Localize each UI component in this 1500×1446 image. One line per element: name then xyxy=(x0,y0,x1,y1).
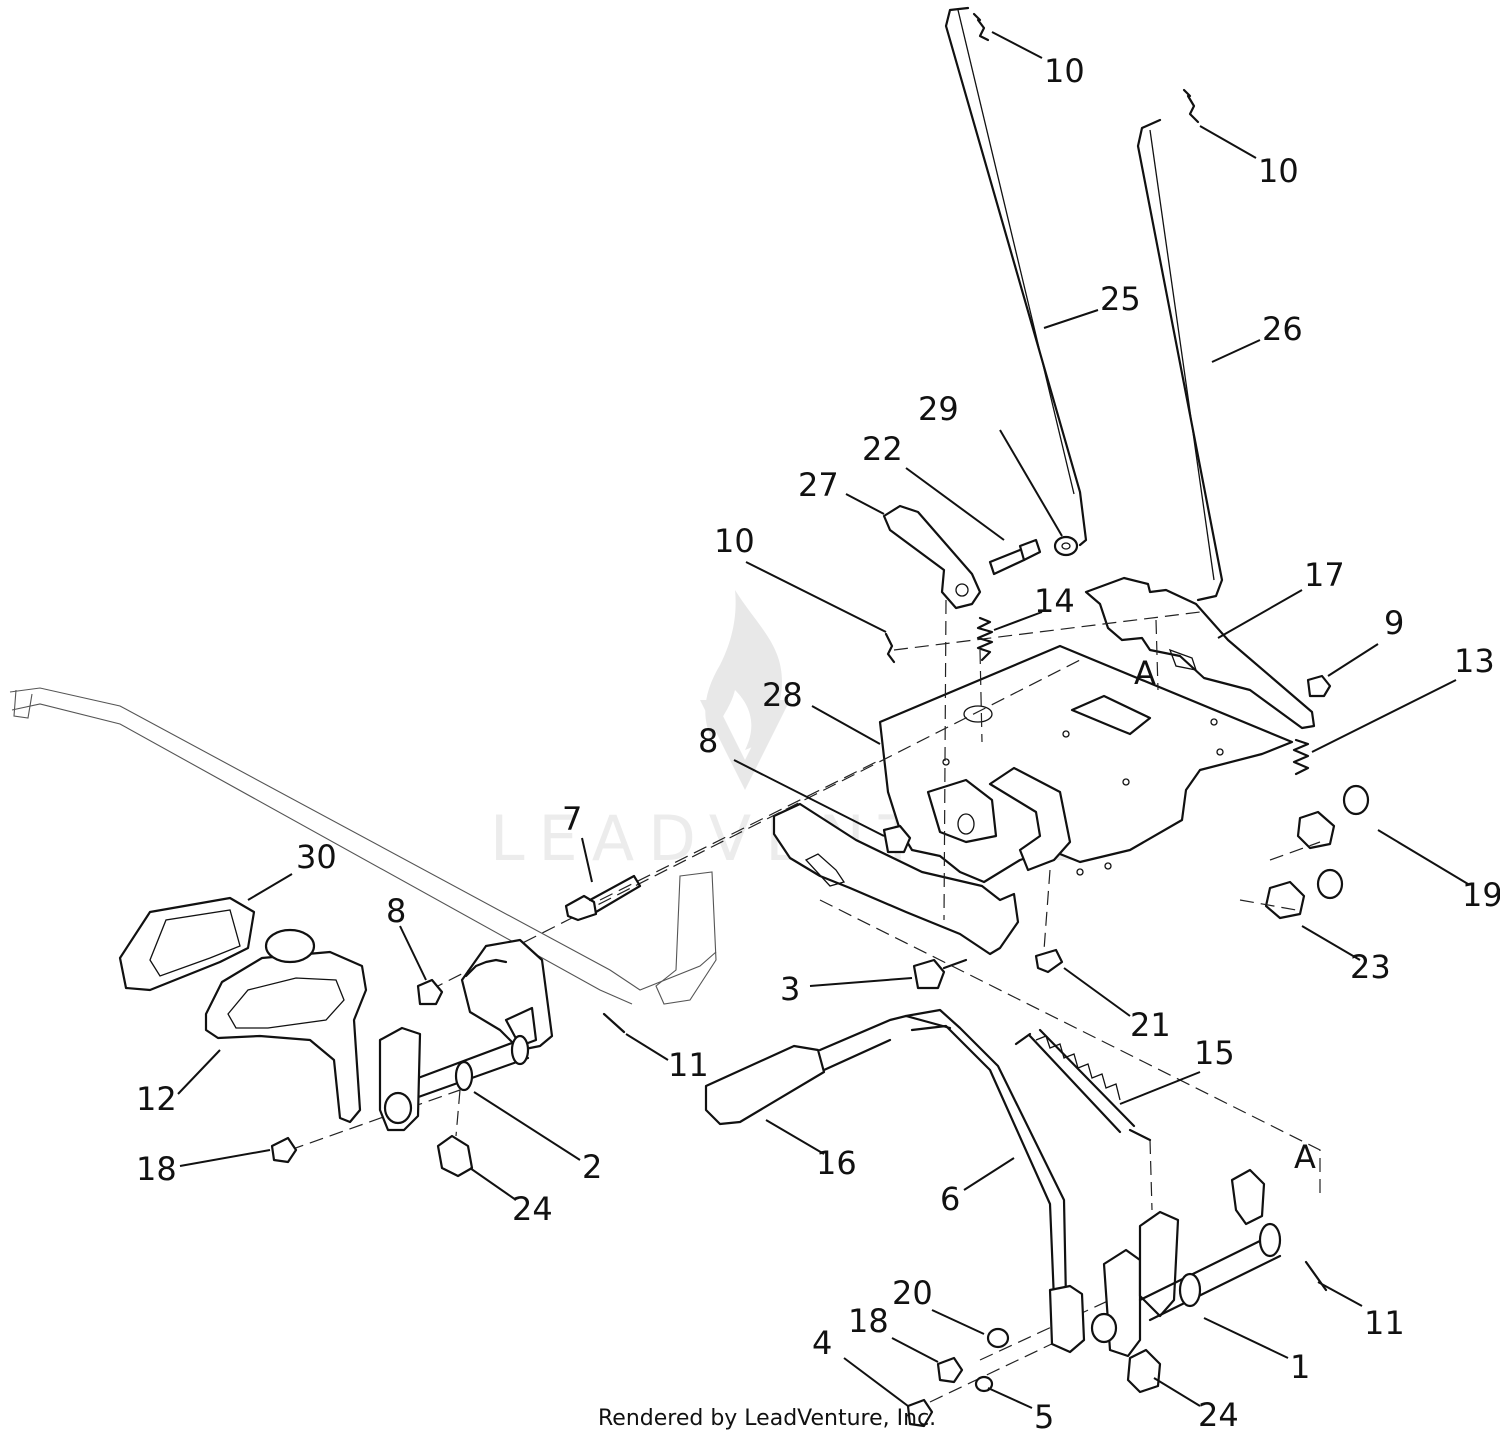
part-ratchet-bracket-2 xyxy=(460,938,554,1052)
callout-4: 4 xyxy=(812,1324,832,1362)
callout-22: 22 xyxy=(862,430,903,468)
callout-13: 13 xyxy=(1454,642,1495,680)
part-washer-29 xyxy=(1053,535,1079,557)
part-lever-6 xyxy=(904,1008,1068,1302)
callout-8-center: 8 xyxy=(698,722,718,760)
watermark-v-icon xyxy=(700,700,790,790)
part-washer-20 xyxy=(986,1327,1010,1349)
callout-24-right: 24 xyxy=(1198,1396,1239,1434)
callout-25: 25 xyxy=(1100,280,1141,318)
callout-12: 12 xyxy=(136,1080,177,1118)
part-plate-30 xyxy=(118,896,256,992)
part-nut-9 xyxy=(1306,674,1332,698)
callout-26: 26 xyxy=(1262,310,1303,348)
part-bolt-21 xyxy=(1034,948,1064,974)
part-rod-25 xyxy=(944,6,1088,547)
part-front-plate-notch xyxy=(804,853,846,887)
callout-11-right: 11 xyxy=(1364,1304,1405,1342)
assembly-lines xyxy=(289,599,1321,1403)
part-nut-19 xyxy=(1296,810,1336,850)
part-cotter-pin-10b xyxy=(1182,88,1200,124)
callout-18-left: 18 xyxy=(136,1150,177,1188)
callout-29: 29 xyxy=(918,390,959,428)
callout-10-mid: 10 xyxy=(714,522,755,560)
callout-10-top: 10 xyxy=(1044,52,1085,90)
callout-5: 5 xyxy=(1034,1398,1054,1436)
callout-14: 14 xyxy=(1034,582,1075,620)
callout-7: 7 xyxy=(562,800,582,838)
callout-a-top: A xyxy=(1134,654,1156,692)
callout-28: 28 xyxy=(762,676,803,714)
callout-15: 15 xyxy=(1194,1034,1235,1072)
callout-21: 21 xyxy=(1130,1006,1171,1044)
part-lever-6-plate xyxy=(1048,1284,1086,1354)
footer-credit: Rendered by LeadVenture, Inc. xyxy=(598,1406,937,1431)
callout-3: 3 xyxy=(780,970,800,1008)
part-spring-15 xyxy=(1014,1028,1152,1142)
part-bolt-3 xyxy=(912,958,946,990)
part-nut-8-left xyxy=(416,978,444,1006)
callout-8-left: 8 xyxy=(386,892,406,930)
part-bracket-17 xyxy=(1084,576,1316,730)
part-washer-23 xyxy=(1316,868,1344,900)
callout-27: 27 xyxy=(798,466,839,504)
part-washer-19 xyxy=(1342,784,1370,816)
callout-20: 20 xyxy=(892,1274,933,1312)
callout-1: 1 xyxy=(1290,1348,1310,1386)
callout-30: 30 xyxy=(296,838,337,876)
part-cotter-pin-10a xyxy=(972,12,990,42)
part-spring-13 xyxy=(1292,738,1310,776)
part-bolt-22 xyxy=(988,538,1042,576)
callout-16: 16 xyxy=(816,1144,857,1182)
part-bolt-7 xyxy=(564,894,598,922)
part-washer-5 xyxy=(974,1375,994,1393)
part-spring-14 xyxy=(976,616,994,662)
callout-2: 2 xyxy=(582,1148,602,1186)
part-bracket-17-slot xyxy=(1168,648,1197,671)
callouts: 10 10 25 26 29 22 27 10 14 17 9 13 A 28 … xyxy=(136,52,1500,1436)
part-clip-24-left xyxy=(436,1134,474,1178)
part-pedal-12 xyxy=(204,928,368,1124)
part-nut-8-center xyxy=(882,824,912,854)
part-cotter-pin-10c xyxy=(884,632,896,664)
part-nut-23 xyxy=(1264,880,1306,920)
callout-9: 9 xyxy=(1384,604,1404,642)
callout-24-left: 24 xyxy=(512,1190,553,1228)
watermark-flame-icon xyxy=(705,590,782,750)
part-pin-11-left xyxy=(602,1012,626,1034)
part-ghost-shaft xyxy=(9,687,717,1005)
part-front-plate xyxy=(772,802,1020,956)
callout-18-right: 18 xyxy=(848,1302,889,1340)
part-handle-16 xyxy=(704,1014,952,1126)
part-lever-27 xyxy=(882,504,982,610)
callout-11-left: 11 xyxy=(668,1046,709,1084)
part-clip-24-right xyxy=(1126,1348,1162,1394)
leader-lines xyxy=(177,31,1469,1409)
callout-6: 6 xyxy=(940,1180,960,1218)
part-bolt-4 xyxy=(906,1398,934,1428)
part-bolt-18-left xyxy=(270,1136,298,1164)
callout-17: 17 xyxy=(1304,556,1345,594)
callout-10-right: 10 xyxy=(1258,152,1299,190)
callout-23: 23 xyxy=(1350,948,1391,986)
callout-19: 19 xyxy=(1462,876,1500,914)
callout-a-bottom: A xyxy=(1294,1138,1316,1176)
part-shaft-1 xyxy=(1090,1168,1282,1358)
part-rod-26 xyxy=(1136,118,1224,602)
part-bolt-18-right xyxy=(936,1356,964,1384)
